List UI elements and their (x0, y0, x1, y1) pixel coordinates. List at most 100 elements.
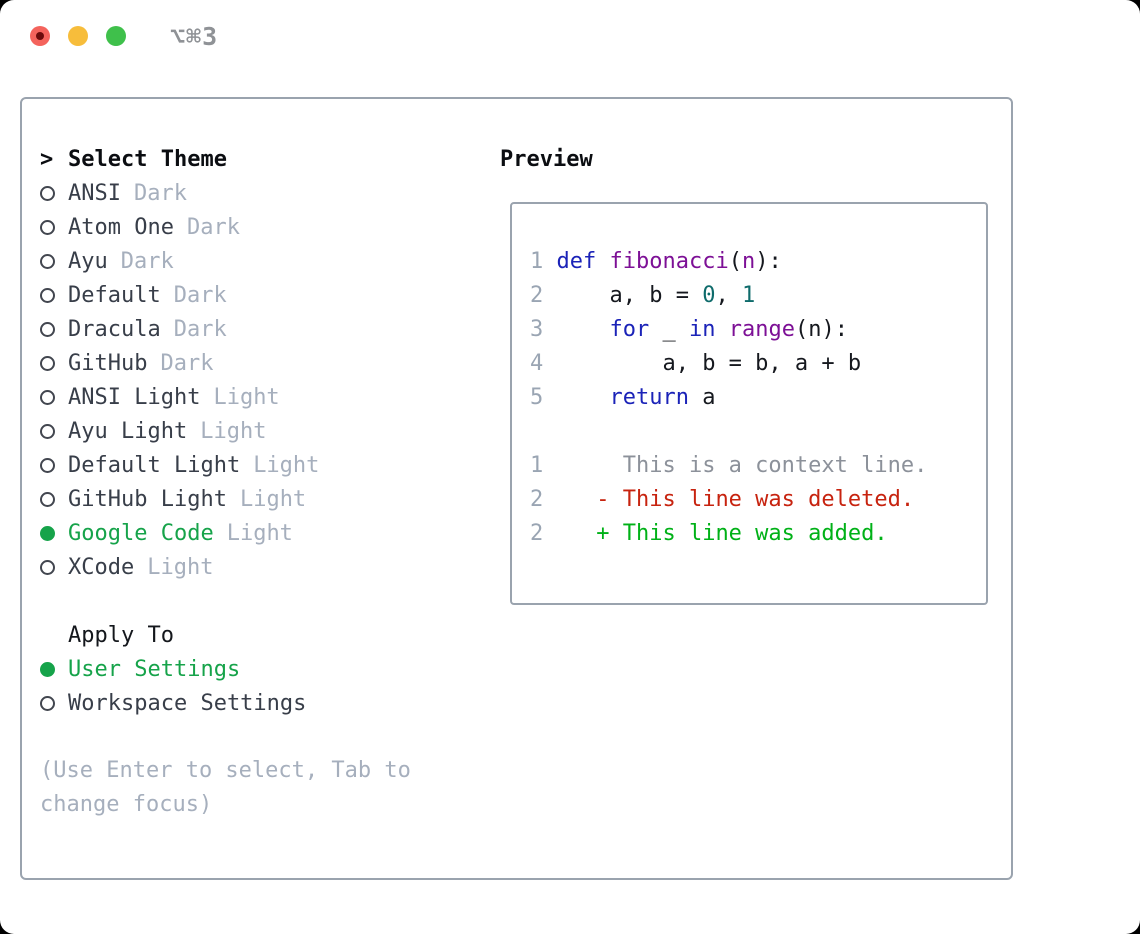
theme-variant-tag: Light (213, 384, 280, 410)
theme-option-atom-one[interactable]: Atom One Dark (40, 210, 411, 244)
theme-variant-tag: Light (200, 418, 267, 444)
hint-text: (Use Enter to select, Tab to change focus… (40, 754, 411, 822)
code-segment-plain (715, 317, 728, 342)
line-number (530, 419, 557, 444)
theme-variant-tag: Light (226, 520, 293, 546)
apply-option-user-settings[interactable]: User Settings (40, 652, 411, 686)
code-segment-plain: a (688, 385, 716, 410)
spacer (40, 584, 411, 618)
option-label: Ayu (68, 248, 108, 274)
theme-variant-tag: Dark (173, 316, 227, 342)
cursor-icon: > (40, 146, 54, 172)
unsaved-changes-icon (36, 32, 44, 40)
theme-variant-tag: Dark (133, 180, 187, 206)
option-label: Dracula (68, 316, 161, 342)
option-label: Ayu Light (68, 418, 188, 444)
option-label: ANSI (68, 180, 121, 206)
code-segment-plain: a, b = (556, 283, 703, 308)
apply-option-workspace-settings[interactable]: Workspace Settings (40, 686, 411, 720)
line-number: 3 (530, 317, 557, 342)
theme-option-ansi[interactable]: ANSI Dark (40, 176, 411, 210)
theme-option-ayu[interactable]: Ayu Dark (40, 244, 411, 278)
code-segment-plain (557, 385, 610, 410)
theme-option-github[interactable]: GitHub Dark (40, 346, 411, 380)
radio-icon (40, 695, 55, 711)
code-segment-keyword: def (556, 249, 610, 274)
radio-icon (40, 559, 55, 575)
code-segment-literal: 1 (741, 283, 756, 308)
line-number: 4 (530, 351, 557, 376)
option-label: Atom One (68, 214, 174, 240)
radio-icon (40, 491, 55, 507)
option-label: Workspace Settings (68, 690, 307, 716)
titlebar: ⌥⌘3 (0, 0, 1140, 72)
maximize-button[interactable] (106, 26, 126, 46)
theme-variant-tag: Light (239, 486, 307, 512)
hint-line: change focus) (40, 792, 213, 817)
code-segment-plain: a, b = b, a + b (556, 351, 862, 376)
theme-variant-tag: Dark (173, 282, 227, 308)
code-segment-added: + This line was added. (556, 521, 888, 546)
radio-icon (40, 321, 55, 337)
preview-header: Preview (500, 146, 593, 172)
code-preview: 1 def fibonacci(n): 2 a, b = 0, 1 3 for _ … (530, 245, 986, 551)
select-theme-header: > Select Theme (40, 142, 411, 176)
code-line: 1 def fibonacci(n): (530, 245, 986, 279)
close-button[interactable] (30, 26, 50, 46)
theme-variant-tag: Light (253, 452, 320, 478)
option-label: Default Light (68, 452, 241, 478)
line-number: 2 (530, 283, 557, 308)
radio-icon (40, 287, 55, 303)
radio-icon (40, 457, 55, 473)
code-line: 1 This is a context line. (530, 449, 986, 483)
theme-option-ayu-light[interactable]: Ayu Light Light (40, 414, 411, 448)
apply-to-label: Apply To (68, 622, 174, 648)
code-segment-literal: 0 (702, 283, 716, 308)
theme-option-dracula[interactable]: Dracula Dark (40, 312, 411, 346)
code-segment-plain: , (715, 283, 742, 308)
option-label: ANSI Light (68, 384, 201, 410)
code-segment-function: range (728, 317, 795, 342)
code-segment-function: fibonacci (609, 249, 729, 274)
code-segment-function: n (741, 249, 756, 274)
radio-icon (40, 219, 55, 235)
code-segment-plain: ): (755, 249, 782, 274)
hint-line: (Use Enter to select, Tab to (40, 758, 411, 783)
code-segment-plain: ( (728, 249, 742, 274)
minimize-button[interactable] (68, 26, 88, 46)
radio-selected-icon (40, 525, 55, 541)
window-title: ⌥⌘3 (170, 21, 219, 51)
theme-variant-tag: Dark (160, 350, 214, 376)
line-number: 2 (530, 487, 557, 512)
code-segment-keyword: return (609, 385, 689, 410)
theme-option-ansi-light[interactable]: ANSI Light Light (40, 380, 411, 414)
radio-selected-icon (40, 661, 55, 677)
option-label: GitHub (68, 350, 148, 376)
line-number: 2 (530, 521, 557, 546)
apply-to-header: Apply To (40, 618, 411, 652)
code-line: 2 - This line was deleted. (530, 483, 986, 517)
theme-variant-tag: Dark (120, 248, 174, 274)
code-line: 3 for _ in range(n): (530, 313, 986, 347)
theme-option-default-light[interactable]: Default Light Light (40, 448, 411, 482)
spacer (40, 720, 411, 754)
code-line (530, 415, 986, 449)
radio-icon (40, 389, 55, 405)
theme-variant-tag: Dark (186, 214, 240, 240)
select-theme-label: Select Theme (68, 146, 227, 172)
code-segment-plain (557, 317, 610, 342)
code-segment-plain: _ (649, 317, 689, 342)
radio-icon (40, 253, 55, 269)
radio-icon (40, 423, 55, 439)
code-segment-keyword: for (609, 317, 650, 342)
radio-icon (40, 355, 55, 371)
code-line: 4 a, b = b, a + b (530, 347, 986, 381)
